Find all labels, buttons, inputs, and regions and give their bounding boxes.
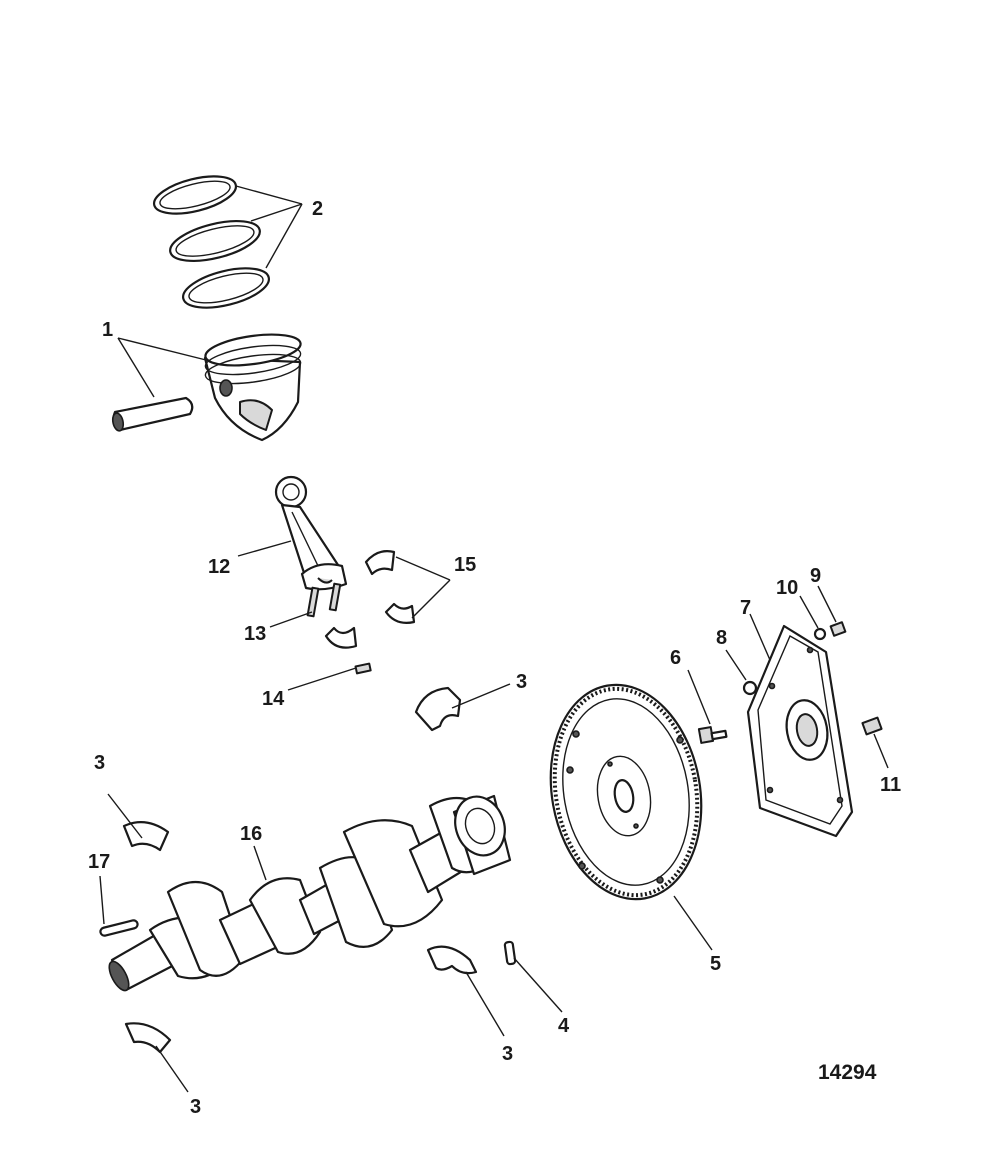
crankshaft bbox=[108, 794, 512, 992]
callout-3-left: 3 bbox=[94, 752, 105, 774]
main-bearings bbox=[122, 686, 478, 1054]
callout-1: 1 bbox=[102, 319, 113, 341]
callout-16: 16 bbox=[240, 823, 262, 845]
callout-5: 5 bbox=[710, 953, 721, 975]
callout-3-bottom-left: 3 bbox=[190, 1096, 201, 1118]
dowel-pin bbox=[354, 662, 372, 675]
callout-17: 17 bbox=[88, 851, 110, 873]
callout-12: 12 bbox=[208, 556, 230, 578]
callout-2: 2 bbox=[312, 198, 323, 220]
connecting-rod bbox=[274, 475, 348, 591]
callout-labels: 1 2 3 3 3 3 4 5 6 7 8 9 10 11 12 13 14 1… bbox=[88, 198, 901, 1118]
flywheel-bolt bbox=[697, 726, 728, 744]
crank-dowel bbox=[99, 919, 139, 937]
callout-7: 7 bbox=[740, 597, 751, 619]
rod-bearings bbox=[324, 550, 416, 649]
callout-3-bottom-middle: 3 bbox=[502, 1043, 513, 1065]
callout-3-top: 3 bbox=[516, 671, 527, 693]
flywheel-dowel bbox=[503, 940, 517, 966]
washer bbox=[813, 627, 827, 641]
piston-rings bbox=[152, 175, 270, 309]
callout-10: 10 bbox=[776, 577, 798, 599]
callout-11: 11 bbox=[880, 774, 901, 796]
callout-4: 4 bbox=[558, 1015, 570, 1037]
callout-15: 15 bbox=[454, 554, 476, 576]
callout-9: 9 bbox=[810, 565, 821, 587]
callout-8: 8 bbox=[716, 627, 727, 649]
piston-and-pin bbox=[111, 333, 302, 442]
figure-id: 14294 bbox=[818, 1061, 877, 1084]
callout-6: 6 bbox=[670, 647, 681, 669]
flywheel bbox=[549, 683, 703, 901]
plug bbox=[742, 680, 758, 696]
fitting bbox=[861, 716, 883, 736]
callout-13: 13 bbox=[244, 623, 266, 645]
callout-14: 14 bbox=[262, 688, 285, 710]
plate-bolt bbox=[829, 621, 847, 637]
leader-lines bbox=[99, 185, 889, 1093]
adapter-plate bbox=[746, 624, 854, 838]
rod-bolts bbox=[306, 582, 342, 618]
